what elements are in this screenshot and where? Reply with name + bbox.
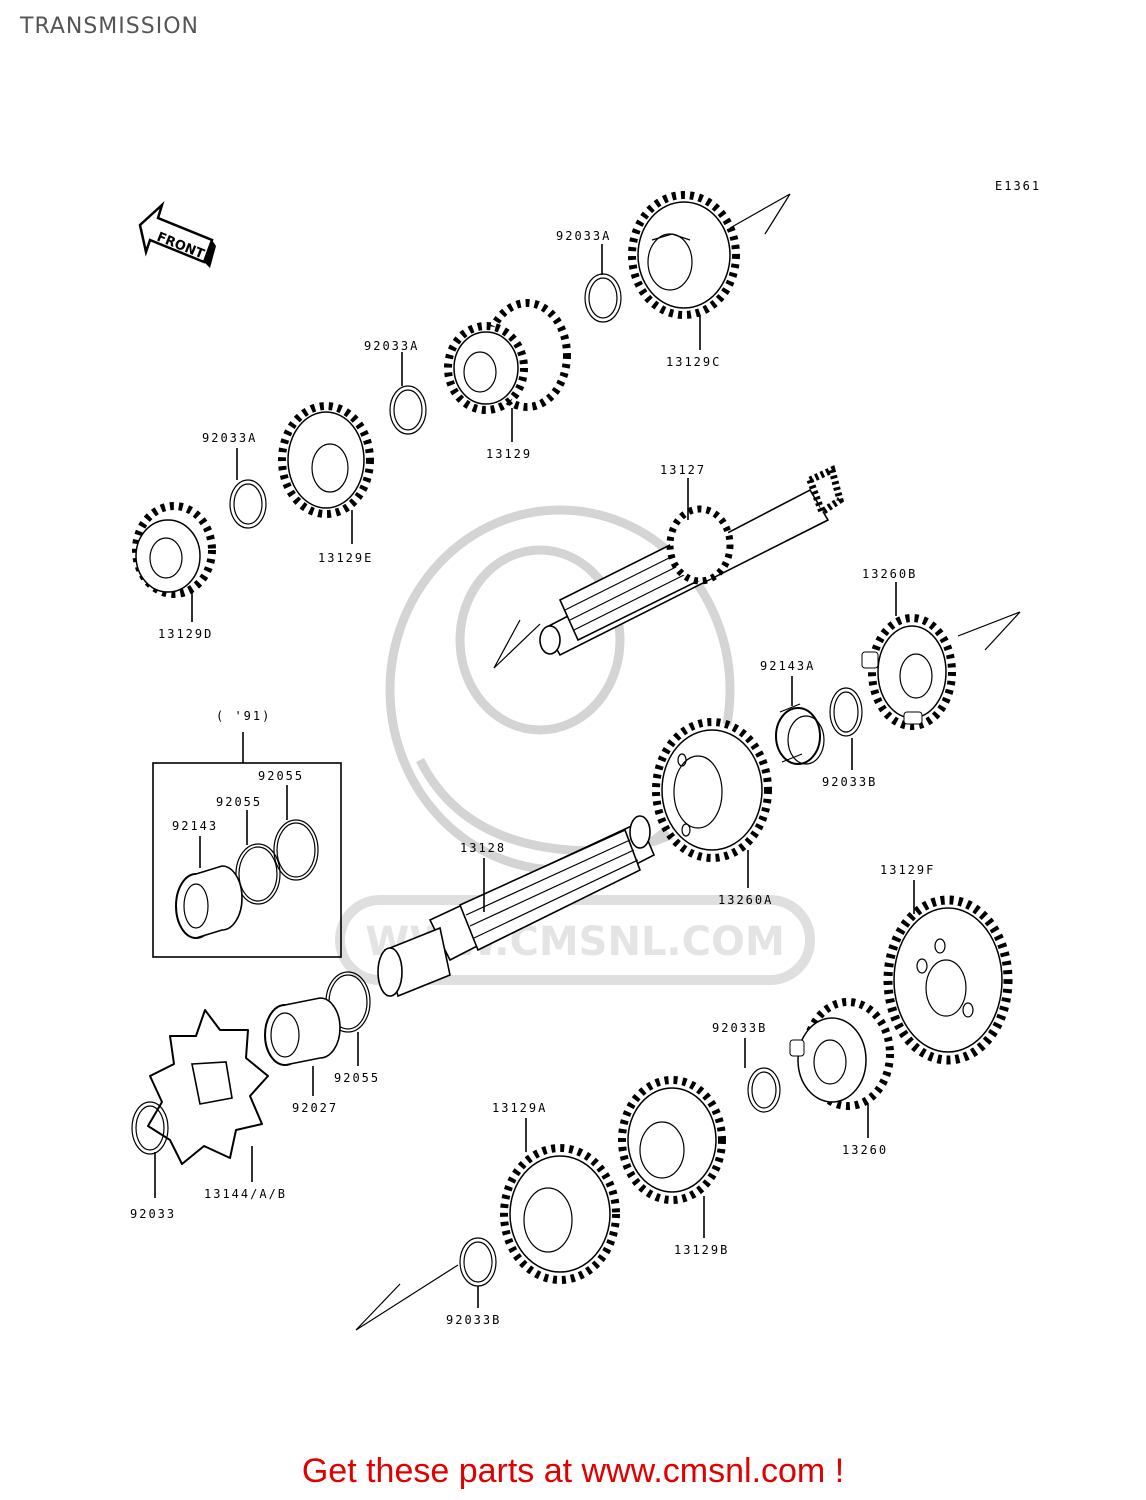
label-13129d: 13129D (158, 627, 213, 641)
label-13129f: 13129F (880, 863, 935, 877)
collar-92143a-icon (775, 703, 825, 765)
label-13129c: 13129C (666, 355, 721, 369)
label-92143a: 92143A (760, 659, 815, 673)
inset-box (152, 762, 342, 958)
page-title: TRANSMISSION (20, 14, 199, 39)
gear-13260-icon (789, 998, 894, 1110)
circlip-92033b-bottom-icon (459, 1237, 497, 1287)
gear-13129a-icon (500, 1144, 620, 1284)
label-13129b: 13129B (674, 1243, 729, 1257)
circlip-92033b-right-icon (829, 687, 863, 737)
label-13129a: 13129A (492, 1101, 547, 1115)
label-92033a-low: 92033A (202, 431, 257, 445)
sprocket-13144-icon (147, 1009, 269, 1165)
label-13127: 13127 (660, 463, 706, 477)
gear-13129-icon (444, 299, 571, 414)
ring-92055-inset-a-icon (273, 819, 319, 881)
countershaft-13128-icon (377, 815, 656, 998)
label-13129: 13129 (486, 447, 532, 461)
label-92033a-mid: 92033A (364, 339, 419, 353)
footer-link[interactable]: Get these parts at www.cmsnl.com ! (301, 1452, 845, 1490)
circlip-92033-icon (131, 1101, 169, 1155)
label-92033b-bottom: 92033B (446, 1313, 501, 1327)
label-92033: 92033 (130, 1207, 176, 1221)
bearing-92143-icon (175, 865, 243, 939)
circlip-92033a-low-icon (229, 479, 267, 529)
circlip-92033a-top-icon (584, 273, 622, 323)
label-92055: 92055 (334, 1071, 380, 1085)
label-92143: 92143 (172, 819, 218, 833)
label-13260: 13260 (842, 1143, 888, 1157)
front-arrow-icon: FRONT (138, 201, 216, 268)
label-92027: 92027 (292, 1101, 338, 1115)
label-92055-inset-a: 92055 (258, 769, 304, 783)
label-13260b: 13260B (862, 567, 917, 581)
label-92033a-top: 92033A (556, 229, 611, 243)
label-13144: 13144/A/B (204, 1187, 287, 1201)
mainshaft-13127-icon (539, 465, 845, 657)
label-92055-inset-b: 92055 (216, 795, 262, 809)
circlip-92033a-mid-icon (389, 385, 427, 435)
label-13129e: 13129E (318, 551, 373, 565)
gear-13260b-icon (861, 614, 956, 730)
inset-label: ( '91) (216, 709, 271, 723)
gear-13129d-icon (132, 502, 216, 598)
label-13128: 13128 (460, 841, 506, 855)
label-13260a: 13260A (718, 893, 773, 907)
gear-13129b-icon (618, 1076, 726, 1204)
circlip-92033b-mid-icon (747, 1067, 781, 1113)
label-92033b-right: 92033B (822, 775, 877, 789)
gear-13129e-icon (278, 402, 374, 518)
label-92033b-mid: 92033B (712, 1021, 767, 1035)
collar-92027-icon (264, 997, 341, 1066)
diagram-code: E1361 (995, 179, 1041, 193)
gear-13129c-icon (628, 191, 740, 319)
gear-13129f-icon (883, 895, 1013, 1065)
gear-13260a-icon (652, 718, 772, 862)
